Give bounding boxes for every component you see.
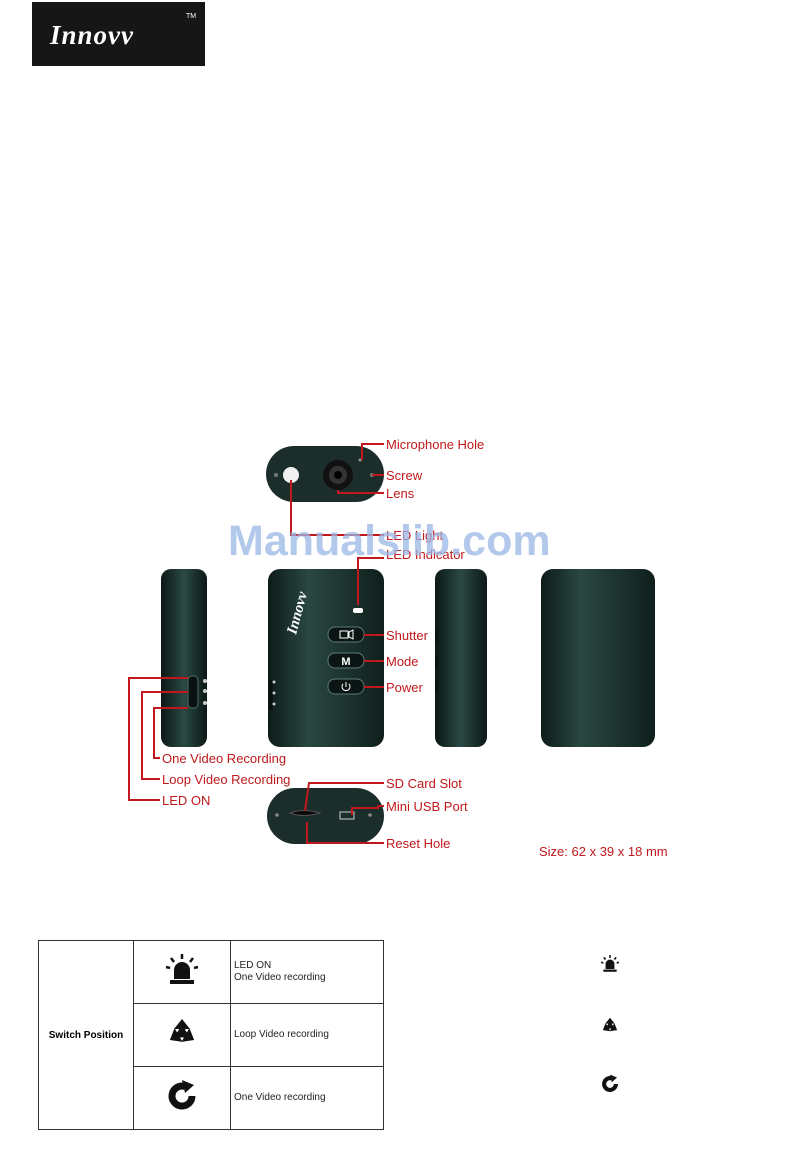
label-screw: Screw: [386, 468, 423, 483]
table-row: One Video recording: [39, 1066, 384, 1130]
left-side-view: [161, 569, 207, 747]
icon-cell: [133, 1003, 231, 1067]
shutter-button[interactable]: [327, 626, 365, 643]
brand-logo: [32, 2, 205, 66]
logo-trademark: TM: [186, 13, 197, 20]
label-led-light: LED Light: [386, 528, 444, 543]
front-view: [268, 569, 384, 747]
icon-cell: [133, 1066, 231, 1130]
device-diagram: Innovv M: [128, 443, 655, 844]
label-power: Power: [386, 680, 423, 695]
logo-text: Innovv: [50, 20, 135, 50]
label-led-indicator: LED Indicator: [386, 547, 465, 562]
watermark: Manualslib.com: [228, 517, 551, 565]
row-line-2: One Video recording: [234, 972, 326, 983]
siren-icon: [600, 955, 620, 972]
loop-recycle-icon: [602, 1017, 618, 1032]
mode-letter: M: [341, 656, 350, 668]
back-view: [541, 569, 655, 747]
switch-position-header: Switch Position: [38, 940, 134, 1130]
refresh-icon: [168, 1079, 196, 1110]
icon-cell: [133, 940, 231, 1004]
siren-icon: [165, 953, 199, 984]
row-description: One Video recording: [230, 1066, 384, 1130]
label-one-video-recording: One Video Recording: [162, 751, 287, 766]
size-label: Size: 62 x 39 x 18 mm: [539, 844, 668, 859]
table-row: Switch Position LED ON One Video recordi…: [38, 940, 384, 1130]
label-mode: Mode: [386, 654, 419, 669]
label-lens: Lens: [386, 486, 415, 501]
label-sd-card-slot: SD Card Slot: [386, 776, 462, 791]
refresh-icon: [602, 1074, 618, 1092]
label-led-on: LED ON: [162, 793, 211, 808]
row-description: Loop Video recording: [230, 1003, 384, 1067]
label-microphone-hole: Microphone Hole: [386, 437, 485, 452]
right-side-view: [435, 569, 487, 747]
top-end-view: [266, 446, 384, 502]
row-line-1: LED ON: [234, 959, 272, 971]
label-reset-hole: Reset Hole: [386, 836, 451, 851]
label-loop-video-recording: Loop Video Recording: [162, 772, 291, 787]
row-line-1: Loop Video recording: [234, 1028, 329, 1040]
label-shutter: Shutter: [386, 628, 428, 643]
loop-recycle-icon: [169, 1018, 195, 1042]
label-mini-usb-port: Mini USB Port: [386, 799, 468, 814]
row-description: LED ON One Video recording: [230, 940, 384, 1004]
row-line-1: One Video recording: [234, 1091, 326, 1103]
switch-position-table: Switch Position LED ON One Video recordi…: [38, 940, 384, 1130]
bottom-end-view: [267, 788, 384, 844]
table-row: Loop Video recording: [39, 1003, 384, 1067]
